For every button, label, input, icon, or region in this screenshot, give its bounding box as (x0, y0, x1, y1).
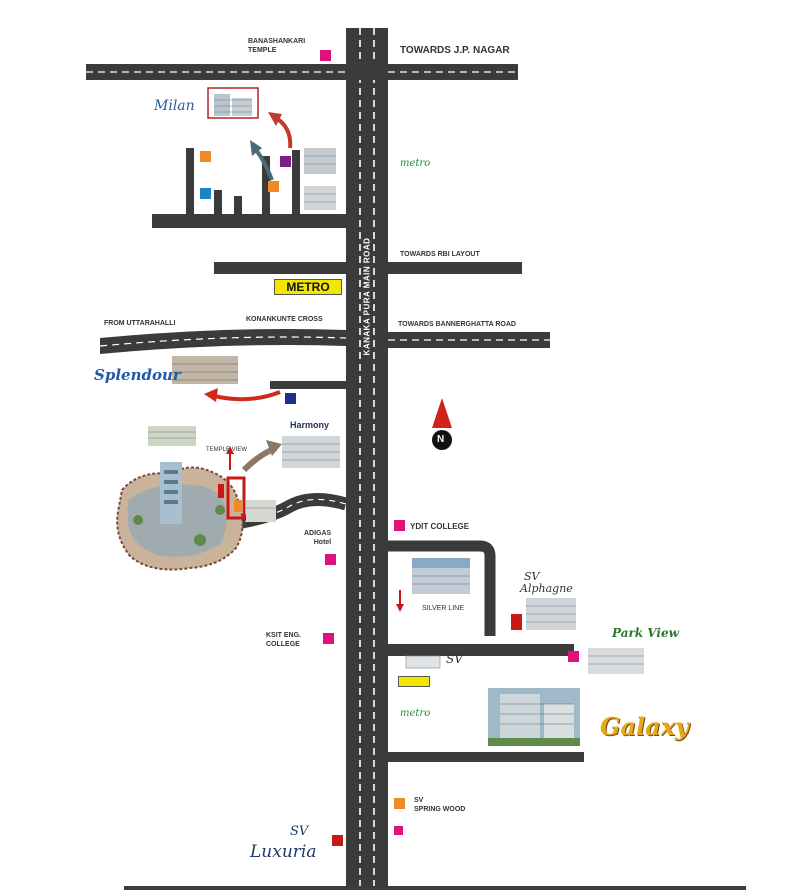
arrow-to-temple-view-head (266, 440, 282, 456)
building-harmony (282, 436, 340, 468)
building-splendour (172, 356, 238, 384)
marker-springwood (394, 798, 405, 809)
marker-park-view (568, 651, 579, 662)
arrow-to-milan (274, 116, 293, 149)
building-temple-view (148, 426, 196, 446)
label-sv-springwood: SV SPRING WOOD (414, 797, 466, 813)
building-ganga (304, 148, 336, 210)
building-tranquility (246, 500, 276, 522)
arrow-to-splendour-head (204, 388, 218, 402)
north-arrow (432, 398, 452, 450)
label-ksit-college: KSIT ENG. COLLEGE (266, 632, 302, 648)
project-sv-luxuria-prefix: SV (290, 824, 309, 839)
project-alphagne: Alphagne (520, 582, 573, 595)
label-ydit-college: YDIT COLLEGE (410, 522, 470, 531)
road-konanakunte (99, 329, 550, 354)
metro-logo-top: metro (400, 158, 431, 169)
project-harmony: Harmony (290, 420, 330, 430)
marker-blue-temple (200, 188, 211, 199)
marker-bus-stop (394, 826, 403, 835)
metro-badge-small (398, 676, 430, 687)
road-rbi-layout (214, 262, 522, 274)
project-milan: Milan (154, 98, 195, 114)
cluster-roads-top (152, 148, 346, 228)
project-splendour: Splendour (94, 366, 181, 384)
metro-badge: METRO (274, 279, 342, 295)
building-galaxy (488, 688, 580, 746)
project-luxuria: Luxuria (250, 842, 317, 862)
marker-ksit (323, 633, 334, 644)
marker-orange-tranquility (234, 500, 242, 512)
label-adigas-hotel: ADIGAS Hotel (304, 530, 332, 546)
north-letter: N (437, 434, 445, 445)
label-towards-rbi: TOWARDS RBI LAYOUT (400, 251, 480, 258)
label-from-uttarahalli: FROM UTTARAHALLI (104, 320, 176, 327)
marker-navy-harmony (285, 393, 296, 404)
arrow-harmony-to-milan (254, 148, 274, 181)
label-towards-bannerghatta: TOWARDS BANNERGHATTA ROAD (398, 321, 516, 328)
arrow-to-splendour (213, 390, 281, 402)
building-alphagne (526, 598, 576, 630)
project-temple-view: TEMPLE VIEW (206, 447, 248, 453)
label-towards-jp-nagar: TOWARDS J.P. NAGAR (400, 45, 510, 56)
building-jasmine (405, 655, 441, 669)
arrow-to-milan-head (268, 112, 282, 126)
marker-red-alphagne (511, 614, 522, 630)
marker-ydit (394, 520, 405, 531)
label-konanakunte-cross: KONANKUNTE CROSS (246, 316, 323, 323)
building-silver-line (412, 558, 470, 594)
marker-orange-right (268, 181, 279, 192)
road-harmony-branch (270, 381, 346, 389)
project-silver-line: SILVER LINE (422, 605, 464, 612)
project-sv-alphagne-prefix: SV (524, 570, 540, 583)
building-milan (207, 87, 259, 119)
project-galaxy: Galaxy (600, 712, 689, 741)
main-road-label: KANAKA PURA MAIN ROAD (362, 237, 372, 356)
marker-banashankari (320, 50, 331, 61)
kanakapura-main-road (346, 28, 388, 890)
marker-temple-gate (226, 476, 246, 520)
road-silver-line-loop (124, 540, 746, 890)
marker-orange-amaze (200, 151, 211, 162)
metro-logo-bottom: metro (400, 708, 431, 719)
marker-adigas (325, 554, 336, 565)
temple-site-illustration (116, 462, 244, 571)
building-park-view (588, 648, 644, 674)
marker-luxuria (332, 835, 343, 846)
project-park-view: Park View (612, 626, 679, 640)
road-jp-nagar (86, 64, 518, 80)
marker-red-temple-road (218, 484, 224, 498)
project-sv-jasmine-prefix: SV (446, 652, 463, 666)
marker-purple-ganga (280, 156, 291, 167)
arrow-harmony-to-milan-head (250, 140, 262, 156)
label-banashankari-temple: BANASHANKARI TEMPLE (248, 38, 306, 54)
